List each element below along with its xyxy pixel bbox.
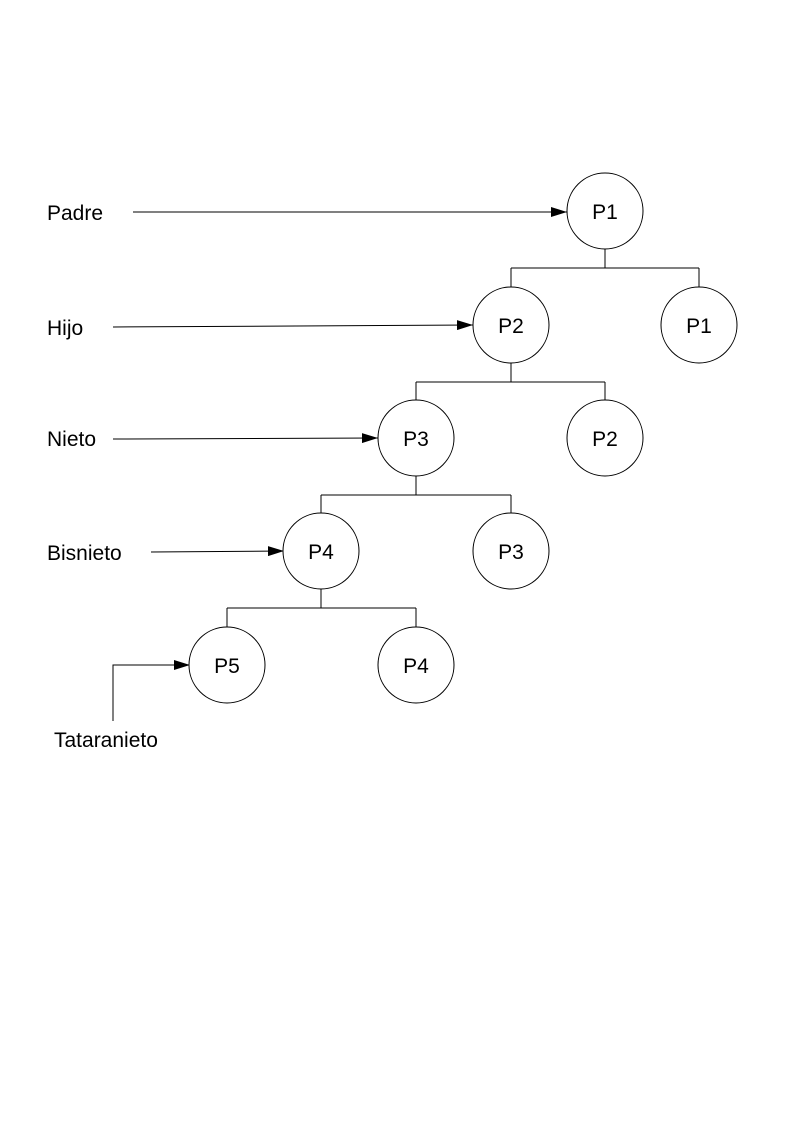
connector-p4 [226,589,417,627]
connector-p2 [415,362,606,401]
node: P3 [377,399,455,477]
node: P4 [377,626,455,704]
connector-p3 [320,476,512,514]
level-label-nieto: Nieto [47,428,96,451]
level-label-bisnieto: Bisnieto [47,542,122,565]
node-label: P4 [308,541,334,564]
node-circle [188,626,266,704]
node-circle [377,626,455,704]
node-circle [566,399,644,477]
node-label: P2 [592,428,618,451]
level-label-padre: Padre [47,202,103,225]
level-labels: Padre Hijo Nieto Bisnieto Tataranieto [47,202,158,752]
node-label: P2 [498,315,524,338]
level-arrows [112,207,567,721]
node-circle [472,512,550,590]
tree-nodes: P1 P2 P1 P3 P2 P4 P3 P5 [188,172,738,704]
node-circle [566,172,644,250]
node: P3 [472,512,550,590]
node: P4 [282,512,360,590]
node: P1 [566,172,644,250]
node-circle [660,286,738,364]
arrow-bisnieto [150,546,285,557]
level-label-tataranieto: Tataranieto [54,729,158,752]
node-circle [377,399,455,477]
node-label: P1 [686,315,712,338]
arrow-tataranieto [112,660,190,721]
arrow-nieto [112,433,379,444]
arrow-hijo [112,320,474,331]
level-label-hijo: Hijo [47,317,83,340]
node: P2 [566,399,644,477]
node-label: P4 [403,655,429,678]
node-label: P3 [498,541,524,564]
node-label: P1 [592,201,618,224]
connectors [226,249,700,627]
node: P5 [188,626,266,704]
node-circle [282,512,360,590]
node: P1 [660,286,738,364]
node-circle [472,286,550,364]
node-label: P5 [214,655,240,678]
node-label: P3 [403,428,429,451]
connector-p1 [510,249,700,287]
node: P2 [472,286,550,364]
